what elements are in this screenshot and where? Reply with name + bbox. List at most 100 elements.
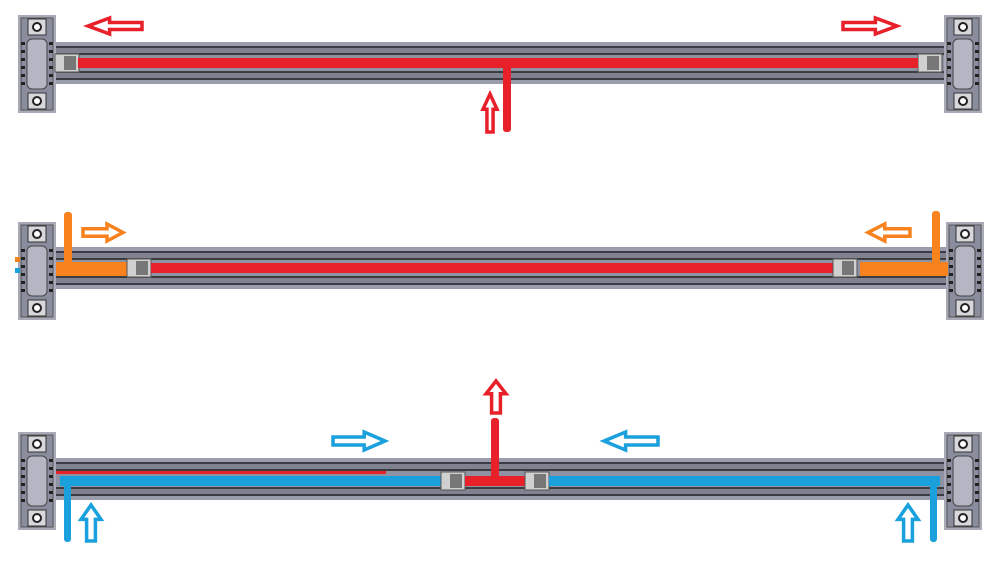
seal-tooth (21, 58, 25, 61)
bolt-icon (958, 439, 968, 449)
seal-tooth (49, 273, 53, 276)
seal-tooth (21, 42, 25, 45)
bolt-icon (32, 513, 42, 523)
seal-tooth (49, 265, 53, 268)
seal-tooth (49, 50, 53, 53)
bolt-icon (32, 96, 42, 106)
stage-2-retract (15, 211, 984, 320)
seal-tooth (21, 281, 25, 284)
seal-tooth (947, 50, 951, 53)
seal-tooth (49, 459, 53, 462)
seal-tooth (947, 499, 951, 502)
seal-tooth (49, 249, 53, 252)
arrow-right-icon (81, 221, 127, 244)
piston-seal (842, 261, 854, 275)
seal-tooth (49, 82, 53, 85)
seal-tooth (21, 491, 25, 494)
seal-tooth (975, 499, 979, 502)
seal-tooth (21, 249, 25, 252)
piston-seal (534, 474, 546, 488)
orange-flow-left (56, 262, 127, 276)
port-blue (15, 268, 20, 273)
blue-inlet-left (64, 478, 71, 542)
arrow-up-icon (77, 501, 105, 543)
blue-flow-left (60, 476, 442, 486)
seal-tooth (21, 467, 25, 470)
seal-tooth (21, 483, 25, 486)
arrow-left-icon (82, 15, 144, 37)
seal-tooth (947, 459, 951, 462)
seal-tooth (49, 257, 53, 260)
end-cap-seal (26, 245, 48, 297)
seal-tooth (947, 491, 951, 494)
seal-tooth (49, 499, 53, 502)
seal-tooth (21, 50, 25, 53)
piston-seal (136, 261, 148, 275)
seal-tooth (947, 467, 951, 470)
stage-3-return (18, 378, 982, 543)
seal-tooth (949, 281, 953, 284)
seal-tooth (977, 281, 981, 284)
arrow-up-icon (894, 501, 922, 543)
seal-tooth (21, 459, 25, 462)
seal-tooth (21, 66, 25, 69)
orange-inlet-right (932, 211, 940, 272)
red-flow-channel (151, 263, 833, 273)
blue-inlet-right (930, 478, 937, 542)
bolt-icon (32, 303, 42, 313)
bolt-icon (958, 96, 968, 106)
seal-tooth (947, 58, 951, 61)
piston-seal (64, 56, 76, 70)
seal-tooth (49, 475, 53, 478)
arrow-right-icon (841, 15, 903, 37)
arrow-up-icon (482, 378, 510, 415)
seal-tooth (977, 273, 981, 276)
seal-tooth (947, 483, 951, 486)
seal-tooth (949, 273, 953, 276)
seal-tooth (21, 289, 25, 292)
seal-tooth (49, 58, 53, 61)
arrow-left-icon (864, 221, 912, 244)
bolt-icon (32, 439, 42, 449)
orange-inlet-left (64, 212, 72, 272)
piston-seal (927, 56, 939, 70)
piston-seal (450, 474, 462, 488)
arrow-right-icon (331, 429, 390, 453)
seal-tooth (975, 82, 979, 85)
seal-tooth (21, 74, 25, 77)
seal-tooth (977, 257, 981, 260)
end-cap-seal (26, 455, 48, 507)
seal-tooth (975, 66, 979, 69)
seal-tooth (49, 491, 53, 494)
red-residual-line (56, 471, 386, 474)
seal-tooth (975, 74, 979, 77)
seal-tooth (975, 42, 979, 45)
seal-tooth (21, 265, 25, 268)
end-cap-seal (952, 38, 974, 90)
seal-tooth (949, 257, 953, 260)
blue-flow-right (549, 476, 940, 486)
seal-tooth (975, 475, 979, 478)
seal-tooth (49, 483, 53, 486)
arrow-left-icon (599, 429, 660, 453)
seal-tooth (21, 499, 25, 502)
bolt-icon (958, 22, 968, 32)
seal-tooth (21, 475, 25, 478)
seal-tooth (977, 249, 981, 252)
red-flow-channel (78, 58, 918, 68)
seal-tooth (49, 42, 53, 45)
seal-tooth (949, 289, 953, 292)
orange-flow-right (860, 262, 948, 276)
seal-tooth (975, 58, 979, 61)
red-inlet-pipe (503, 64, 511, 132)
seal-tooth (975, 467, 979, 470)
seal-tooth (949, 249, 953, 252)
seal-tooth (49, 281, 53, 284)
arrow-up-icon (480, 89, 500, 134)
seal-tooth (975, 50, 979, 53)
seal-tooth (977, 289, 981, 292)
seal-tooth (947, 42, 951, 45)
seal-tooth (947, 74, 951, 77)
seal-tooth (21, 82, 25, 85)
